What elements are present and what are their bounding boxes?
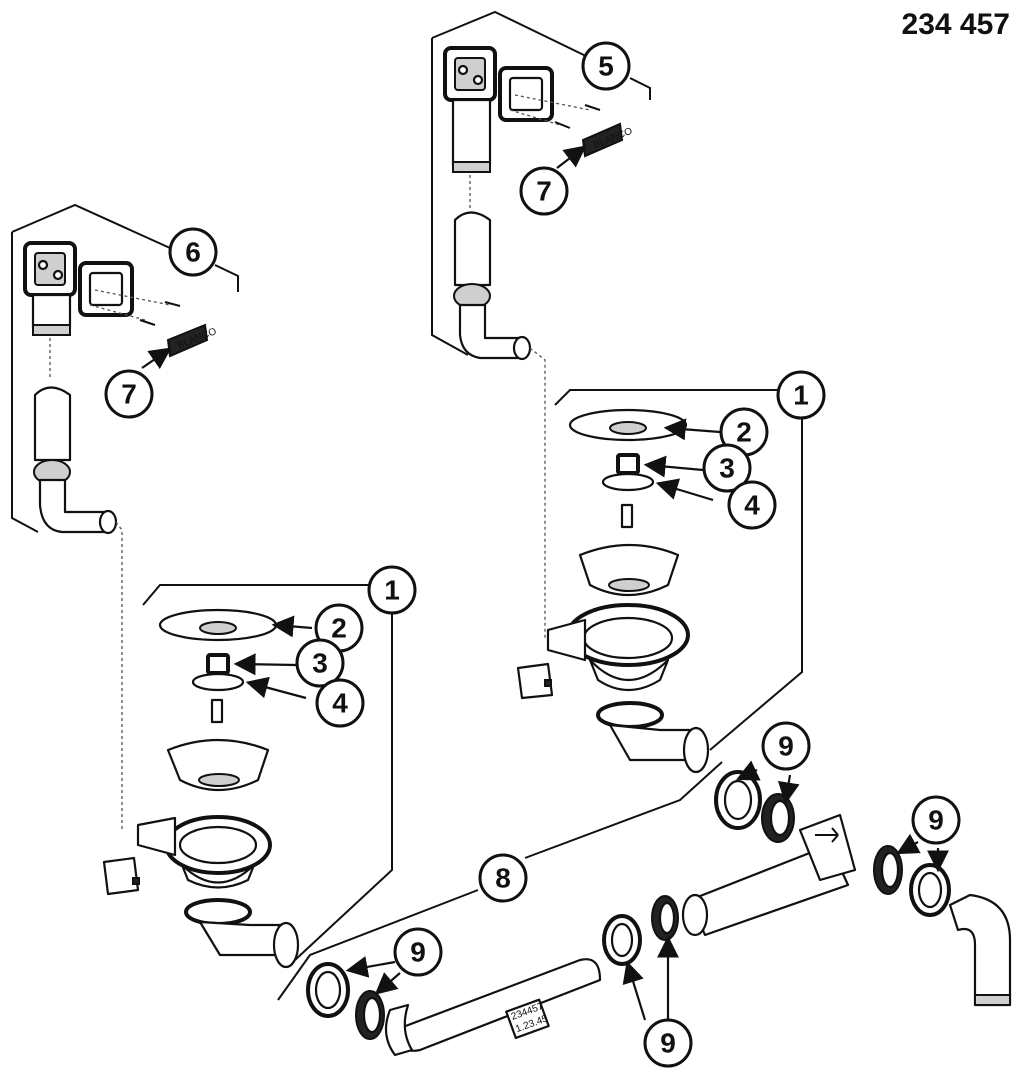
- callout-4-right: 4: [727, 480, 777, 530]
- svg-text:6: 6: [185, 237, 201, 268]
- svg-text:2: 2: [331, 613, 347, 644]
- svg-text:8: 8: [495, 863, 511, 894]
- part-number: 234 457: [901, 8, 1010, 41]
- svg-text:7: 7: [536, 176, 552, 207]
- overflow-handle-assembly-top: BLANCO: [443, 46, 634, 640]
- svg-text:7: 7: [121, 379, 137, 410]
- callout-3-left: 3: [295, 638, 345, 688]
- callouts: 1 1 2 2 3 3 4 4 5 6 7 7 8 9 9 9 9: [104, 41, 961, 1068]
- callout-4-left: 4: [315, 678, 365, 728]
- svg-text:5: 5: [598, 51, 614, 82]
- svg-text:2: 2: [736, 417, 752, 448]
- callout-1-right: 1: [776, 370, 826, 420]
- callout-6: 6: [168, 227, 218, 277]
- callout-5: 5: [581, 41, 631, 91]
- callout-1-left: 1: [367, 565, 417, 615]
- pipe-assembly: 234457 1.23.45: [306, 770, 1012, 1057]
- callout-3-right: 3: [702, 443, 752, 493]
- svg-text:9: 9: [410, 937, 426, 968]
- svg-text:1: 1: [384, 575, 400, 606]
- svg-text:9: 9: [660, 1028, 676, 1059]
- callout-9-top: 9: [761, 721, 811, 771]
- callout-9-bottom-left: 9: [393, 927, 443, 977]
- svg-text:9: 9: [928, 805, 944, 836]
- svg-text:3: 3: [719, 453, 735, 484]
- callout-9-bottom-middle: 9: [643, 1018, 693, 1068]
- svg-text:9: 9: [778, 731, 794, 762]
- frame-lines: [11, 10, 803, 1001]
- svg-text:1: 1: [793, 380, 809, 411]
- svg-text:3: 3: [312, 648, 328, 679]
- callout-7-right: 7: [519, 166, 569, 216]
- callout-8: 8: [478, 853, 528, 903]
- svg-text:4: 4: [744, 490, 760, 521]
- overflow-handle-assembly-left: BLANCO: [23, 241, 218, 830]
- waste-assembly-right: [516, 408, 710, 774]
- leader-arrows: [141, 145, 949, 1021]
- svg-text:4: 4: [332, 688, 348, 719]
- callout-7-left: 7: [104, 369, 154, 419]
- callout-9-right: 9: [911, 795, 961, 845]
- waste-assembly-left: [102, 608, 300, 969]
